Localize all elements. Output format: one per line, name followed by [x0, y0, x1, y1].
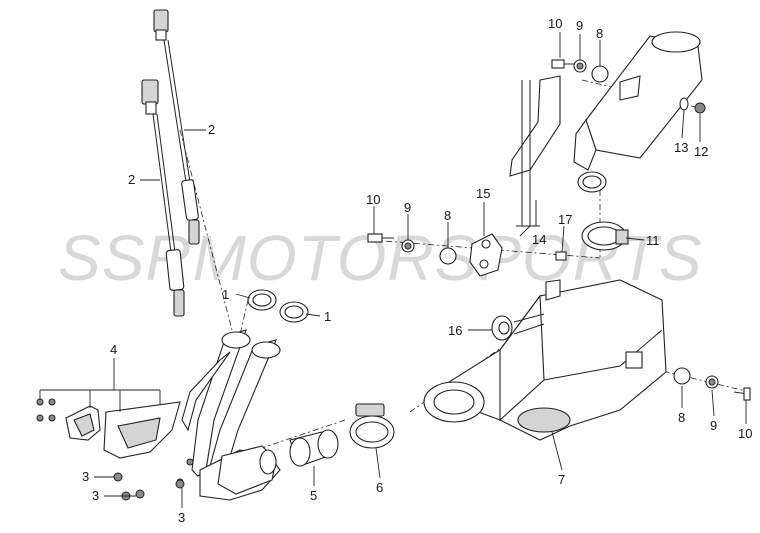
callout-15: 15 [476, 186, 490, 201]
callout-4: 4 [110, 342, 117, 357]
callout-14: 14 [532, 232, 546, 247]
callout-10-top: 10 [548, 16, 562, 31]
callout-10-right: 10 [738, 426, 752, 441]
pipe-clamp-6 [349, 403, 395, 449]
callout-2-upper: 2 [208, 122, 215, 137]
callout-8-right: 8 [678, 410, 685, 425]
silencer-bracket [509, 75, 561, 226]
mid-mount-hardware [367, 233, 567, 277]
bolt-set-3 [113, 472, 185, 501]
callout-6: 6 [376, 480, 383, 495]
leader-lines [39, 32, 747, 508]
callout-16: 16 [448, 323, 462, 338]
connecting-sleeve [289, 429, 339, 467]
callout-5: 5 [310, 488, 317, 503]
muffler-body [423, 279, 667, 441]
callout-9-right: 9 [710, 418, 717, 433]
callout-labels: 1 1 2 2 3 3 3 4 5 6 7 8 8 8 9 9 9 10 10 … [82, 16, 752, 525]
callout-8-top: 8 [596, 26, 603, 41]
callout-2-lower: 2 [128, 172, 135, 187]
callout-1-left: 1 [222, 287, 229, 302]
rubber-bushing [491, 313, 545, 341]
pipe-clamp-11 [581, 221, 629, 251]
callout-9-mid: 9 [404, 200, 411, 215]
callout-12: 12 [694, 144, 708, 159]
top-mount-hardware [551, 59, 706, 114]
callout-3-bottom: 3 [178, 510, 185, 525]
callout-1-right: 1 [324, 309, 331, 324]
callout-8-mid: 8 [444, 208, 451, 223]
callout-9-top: 9 [576, 18, 583, 33]
oxygen-sensor-lower [141, 79, 185, 317]
rear-mount-hardware [673, 367, 751, 401]
silencer [573, 31, 703, 193]
gasket-right [279, 301, 309, 323]
callout-3-mid: 3 [92, 488, 99, 503]
callout-7: 7 [558, 472, 565, 487]
callout-13: 13 [674, 140, 688, 155]
oxygen-sensor-upper [153, 9, 200, 245]
exhaust-header-pipe [176, 329, 281, 501]
gasket-left [247, 289, 277, 311]
callout-3-top: 3 [82, 469, 89, 484]
heat-shield [36, 398, 181, 459]
callout-11: 11 [646, 233, 660, 248]
callout-17: 17 [558, 212, 572, 227]
callout-10-mid: 10 [366, 192, 380, 207]
